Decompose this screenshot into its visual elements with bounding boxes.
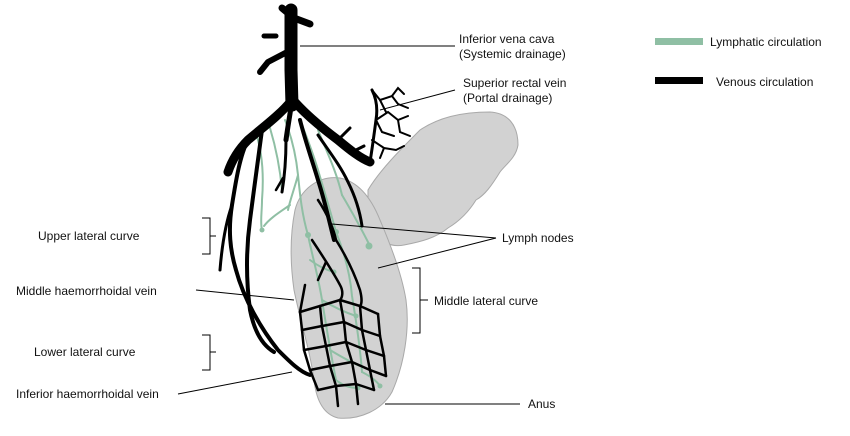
leader-lymph-1 (331, 223, 497, 239)
label-inferior-haemorrhoidal-vein: Inferior haemorrhoidal vein (16, 387, 159, 401)
leader-inferior-haemorrhoidal (177, 371, 293, 395)
leader-srv (379, 89, 456, 111)
label-lower-lateral-curve: Lower lateral curve (34, 345, 136, 359)
label-ivc-line1: Inferior vena cava (459, 32, 555, 46)
label-middle-haemorrhoidal-vein: Middle haemorrhoidal vein (16, 284, 157, 298)
label-upper-lateral-curve: Upper lateral curve (38, 229, 140, 243)
bracket-middle-lateral (412, 267, 428, 334)
legend-venous-swatch (655, 77, 703, 84)
legend: Lymphatic circulation Venous circulation (655, 35, 822, 89)
label-srv-line2: (Portal drainage) (463, 91, 552, 105)
bracket-lower-lateral (202, 334, 216, 371)
leader-middle-haemorrhoidal (195, 289, 295, 301)
haemorrhoidal-plexus (298, 198, 388, 408)
legend-lymphatic-label: Lymphatic circulation (710, 35, 822, 49)
leader-lymph-2 (377, 237, 497, 269)
label-srv-line1: Superior rectal vein (463, 76, 566, 90)
bracket-upper-lateral (202, 217, 216, 255)
label-ivc-line2: (Systemic drainage) (459, 47, 566, 61)
legend-lymphatic-swatch (655, 38, 703, 45)
sigmoid-colon-shape (367, 111, 519, 247)
label-anus: Anus (528, 397, 555, 411)
label-middle-lateral-curve: Middle lateral curve (434, 294, 538, 308)
leader-lines (177, 45, 520, 405)
label-lymph-nodes: Lymph nodes (502, 231, 574, 245)
legend-venous-label: Venous circulation (716, 75, 813, 89)
